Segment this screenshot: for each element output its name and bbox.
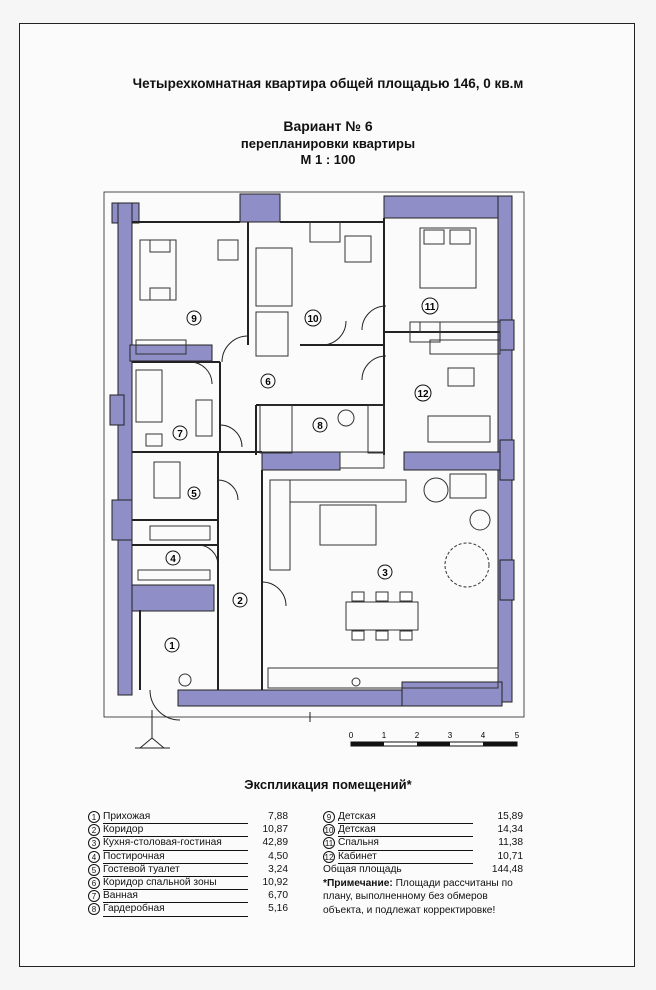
scale-bar: 0 1 2 3 4 5 <box>349 731 520 747</box>
room-label-12: 12 <box>414 384 432 402</box>
svg-text:9: 9 <box>191 314 197 325</box>
scale-tick-0: 0 <box>349 731 354 740</box>
svg-text:10: 10 <box>307 314 319 325</box>
room-label-11: 11 <box>421 297 439 315</box>
scale-tick-1: 1 <box>382 731 387 740</box>
scale-label: М 1 : 100 <box>300 152 356 167</box>
room-label-1: 1 <box>164 637 180 653</box>
total-area-label: Общая площадь <box>323 863 402 875</box>
svg-text:2: 2 <box>237 596 243 607</box>
svg-text:1: 1 <box>169 641 175 652</box>
total-area-row: Общая площадь 144,48 <box>323 863 523 876</box>
plan-frame <box>103 191 525 718</box>
entrance-marker <box>135 710 311 749</box>
scale-tick-5: 5 <box>515 731 520 740</box>
floor-plan: 1 2 3 4 5 6 7 8 9 10 11 12 0 1 2 3 4 5 <box>103 191 525 749</box>
dining-chairs <box>351 591 413 641</box>
room-label-7: 7 <box>172 425 188 441</box>
room-label-5: 5 <box>187 486 201 500</box>
room-label-3: 3 <box>377 564 393 580</box>
svg-text:11: 11 <box>425 302 436 313</box>
room-label-9: 9 <box>186 310 202 326</box>
variant-subtitle: перепланировки квартиры <box>240 136 416 151</box>
svg-text:12: 12 <box>417 389 429 400</box>
room-labels: 1 2 3 4 5 6 7 8 9 10 11 12 <box>164 297 439 653</box>
room-label-2: 2 <box>232 592 248 608</box>
room-label-6: 6 <box>260 373 276 389</box>
svg-text:3: 3 <box>382 568 388 579</box>
svg-text:4: 4 <box>170 554 176 565</box>
svg-text:6: 6 <box>265 377 271 388</box>
svg-text:8: 8 <box>317 421 323 432</box>
furniture <box>135 221 501 689</box>
note-label: *Примечание: <box>323 877 393 889</box>
note: *Примечание: Площади рассчитаны по плану… <box>323 877 513 916</box>
room-label-4: 4 <box>165 550 181 566</box>
explication-title: Экспликация помещений* <box>244 777 412 792</box>
room-label-10: 10 <box>304 309 322 327</box>
variant-label: Вариант № 6 <box>283 118 373 134</box>
door-swings <box>149 305 387 721</box>
total-area-value: 144,48 <box>491 863 523 875</box>
svg-text:5: 5 <box>191 489 197 500</box>
scale-tick-3: 3 <box>448 731 453 740</box>
svg-text:7: 7 <box>177 429 183 440</box>
scale-tick-2: 2 <box>415 731 420 740</box>
walls <box>109 193 515 707</box>
apartment-title: Четырехкомнатная квартира общей площадью… <box>132 76 524 91</box>
scale-tick-4: 4 <box>481 731 486 740</box>
room-label-8: 8 <box>312 417 328 433</box>
